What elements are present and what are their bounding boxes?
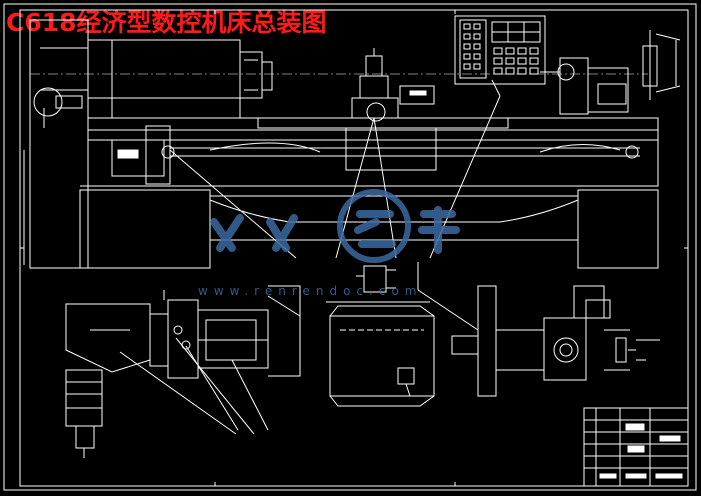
tool-holder-body — [65, 303, 151, 373]
watermark-logo — [210, 189, 460, 263]
leader-line — [373, 117, 397, 259]
tailstock — [559, 57, 589, 115]
tool-turret — [359, 75, 389, 99]
headstock — [87, 39, 241, 119]
chuck-section — [197, 309, 269, 369]
housing — [543, 317, 587, 381]
drawing-title: C618经济型数控机床总装图 — [6, 8, 327, 37]
handwheel-right — [642, 45, 658, 87]
lathe-bed — [87, 129, 659, 187]
carriage-detail — [326, 265, 435, 407]
bracket-detail — [363, 265, 387, 293]
left-leg — [79, 189, 211, 269]
leader-line — [175, 337, 255, 435]
leader-line — [231, 359, 269, 431]
cnc-control-panel — [454, 15, 546, 85]
carriage-section — [329, 315, 435, 397]
leader-line — [185, 345, 239, 431]
leader-line — [417, 289, 479, 331]
panel-buttons — [463, 21, 541, 75]
lathe-main-view — [23, 15, 681, 269]
stepper-motor — [399, 85, 435, 105]
leader-line — [119, 351, 237, 435]
carriage-apron — [345, 127, 437, 171]
leader-line — [169, 149, 297, 259]
outer-frame — [3, 3, 697, 491]
tailstock-detail — [417, 262, 660, 397]
gearbox-left — [111, 139, 165, 177]
flange — [477, 285, 497, 397]
watermark-url: www.renrendoc.com — [198, 284, 423, 298]
motor-housing — [29, 19, 89, 269]
title-block — [583, 407, 689, 487]
handwheel-left — [33, 87, 63, 117]
spindle-chuck — [239, 51, 263, 99]
right-leg — [577, 189, 659, 269]
tool-holder-detail — [65, 285, 301, 458]
cross-slide — [257, 117, 509, 129]
